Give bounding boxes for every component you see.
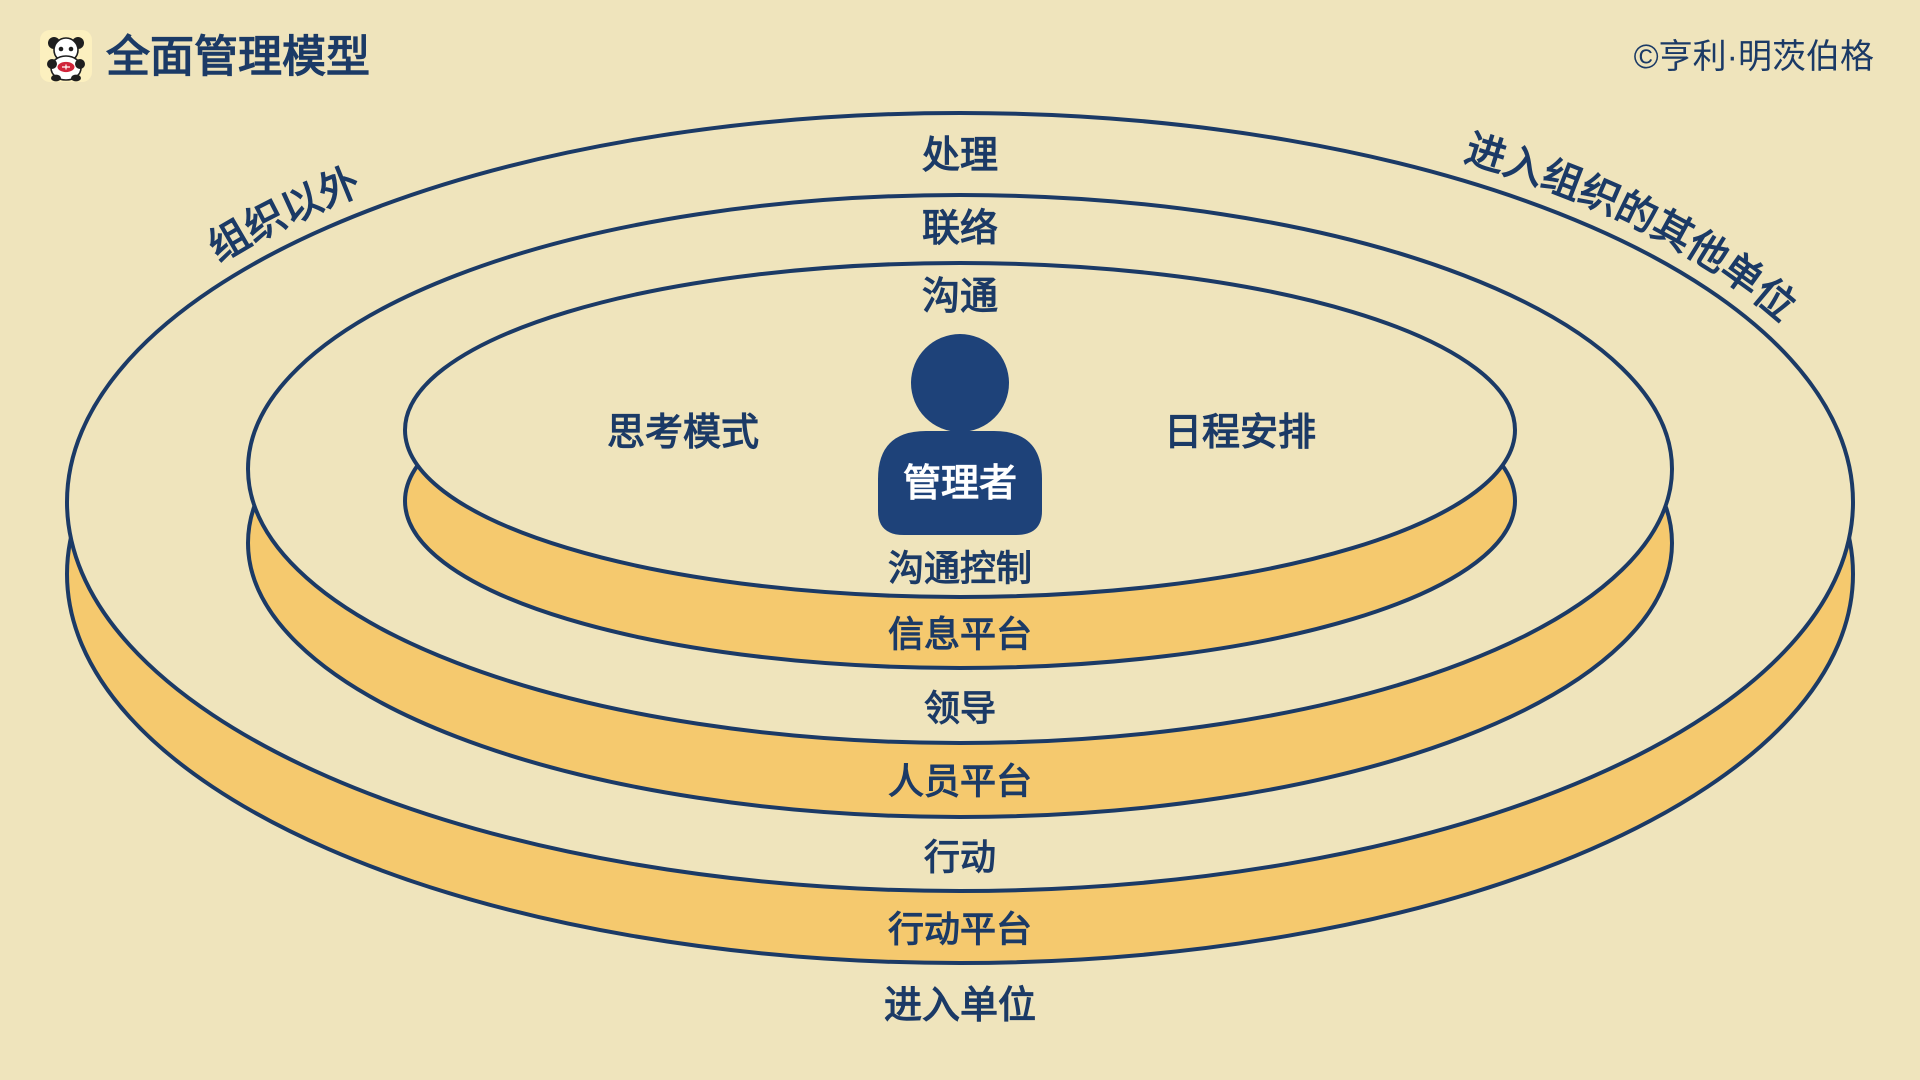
panda-foot-right	[71, 74, 81, 82]
label-information-platform: 信息平台	[888, 614, 1032, 655]
person-head	[911, 334, 1009, 432]
manager-person-icon: 管理者	[878, 334, 1042, 535]
panda-icon	[40, 30, 92, 82]
panda-foot-left	[51, 74, 61, 82]
panda-arm-left	[47, 59, 57, 69]
panda-eye-left	[58, 46, 64, 52]
person-body	[878, 431, 1042, 535]
label-people-platform: 人员平台	[888, 761, 1032, 802]
manager-label: 管理者	[903, 463, 1017, 505]
panda-eye-right	[68, 46, 74, 52]
label-leading: 领导	[924, 688, 996, 729]
label-entering-units: 进入单位	[884, 985, 1036, 1027]
panda-badge-mark	[62, 64, 70, 70]
label-linking: 联络	[922, 207, 998, 250]
label-action: 行动	[924, 837, 996, 878]
label-communication-control: 沟通控制	[888, 548, 1032, 589]
label-dealing: 处理	[922, 135, 998, 177]
copyright-text: ©亨利·明茨伯格	[1634, 38, 1874, 76]
panda-arm-right	[75, 59, 85, 69]
label-scheduling: 日程安排	[1164, 412, 1316, 454]
label-thinking-mode: 思考模式	[607, 412, 759, 454]
header: 全面管理模型 ©亨利·明茨伯格	[40, 30, 1874, 82]
page-title: 全面管理模型	[105, 32, 370, 82]
label-communicating: 沟通	[922, 276, 998, 318]
label-action-platform: 行动平台	[888, 909, 1032, 950]
